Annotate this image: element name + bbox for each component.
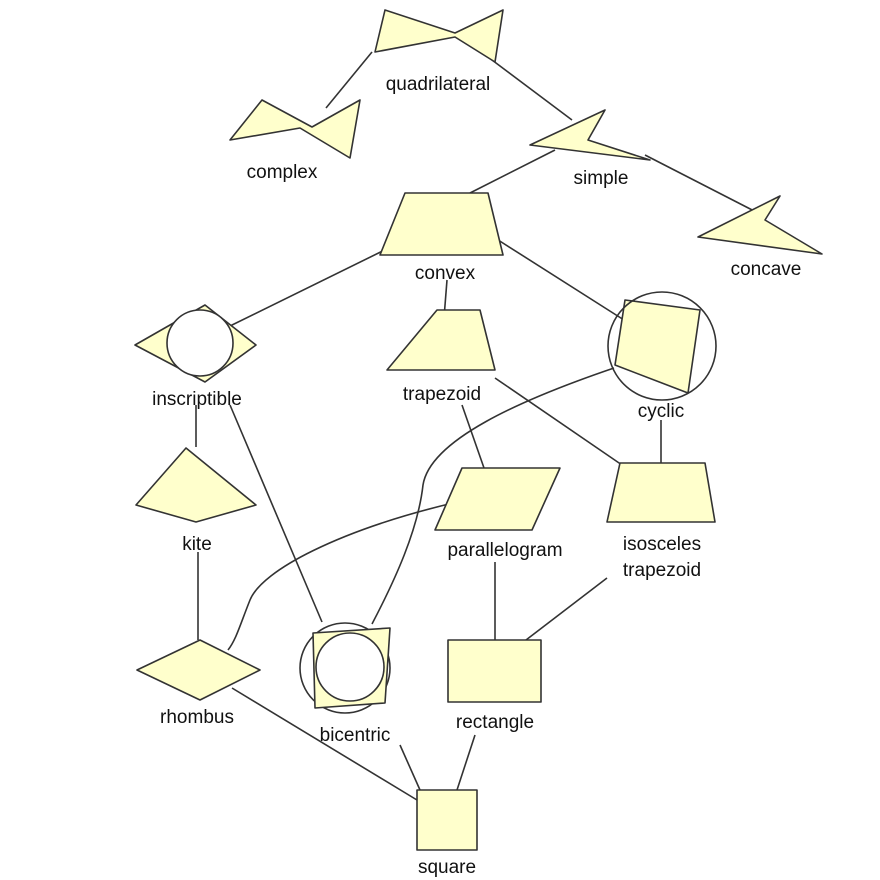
edge-convex-cyclic	[494, 237, 625, 321]
cyclic-circumcircle	[607, 291, 717, 401]
label-cyclic: cyclic	[638, 401, 684, 422]
trapezoid-shape	[386, 309, 496, 371]
parallelogram-shape	[434, 467, 561, 531]
edge-trapezoid-isosceles	[494, 377, 623, 466]
kite-shape	[135, 447, 257, 523]
edge-isosceles-rectangle	[525, 577, 608, 641]
labels: quadrilateral complex simple convex conc…	[152, 74, 801, 878]
convex-trapezoid-shape	[379, 192, 504, 256]
edge-cyclic-bicentric	[371, 367, 615, 625]
label-convex: convex	[415, 263, 476, 284]
edge-inscriptible-bicentric	[229, 404, 323, 623]
edge-quadrilateral-simple	[491, 59, 573, 121]
edge-rectangle-square	[456, 734, 476, 791]
edge-trapezoid-parallelogram	[461, 404, 485, 469]
label-trapezoid: trapezoid	[403, 384, 481, 405]
label-square: square	[418, 857, 476, 878]
edge-bicentric-square	[399, 744, 421, 791]
edges	[195, 51, 761, 801]
bicentric-incircle	[315, 632, 385, 702]
simple-concave-shape	[529, 109, 651, 161]
rectangle-shape	[447, 639, 542, 703]
square-shape	[416, 789, 478, 851]
label-inscriptible: inscriptible	[152, 389, 242, 410]
label-parallelogram: parallelogram	[447, 540, 562, 561]
label-bicentric: bicentric	[320, 725, 391, 746]
cyclic-quad-shape	[614, 299, 701, 394]
shapes	[134, 9, 823, 851]
concave-shape	[697, 195, 823, 255]
edge-quadrilateral-complex	[325, 51, 373, 109]
label-isosceles-line1: isosceles	[623, 534, 701, 555]
label-rectangle: rectangle	[456, 712, 534, 733]
edge-convex-inscriptible	[229, 239, 406, 327]
label-rhombus: rhombus	[160, 707, 234, 728]
label-quadrilateral: quadrilateral	[386, 74, 491, 95]
isosceles-trapezoid-shape	[606, 462, 716, 523]
edge-simple-convex	[469, 149, 556, 194]
label-complex: complex	[247, 162, 318, 183]
edge-parallelogram-rhombus	[227, 502, 454, 651]
label-concave: concave	[731, 259, 802, 280]
label-kite: kite	[182, 534, 212, 555]
label-isosceles-line2: trapezoid	[623, 560, 701, 581]
edge-simple-concave	[644, 154, 761, 215]
quadrilateral-bowtie-shape	[374, 9, 504, 63]
edge-rhombus-square	[231, 687, 418, 801]
label-simple: simple	[574, 168, 629, 189]
rhombus-shape	[136, 639, 261, 701]
inscriptible-incircle	[166, 309, 234, 377]
complex-bowtie-shape	[229, 99, 361, 159]
bicentric-circumcircle	[299, 622, 391, 714]
